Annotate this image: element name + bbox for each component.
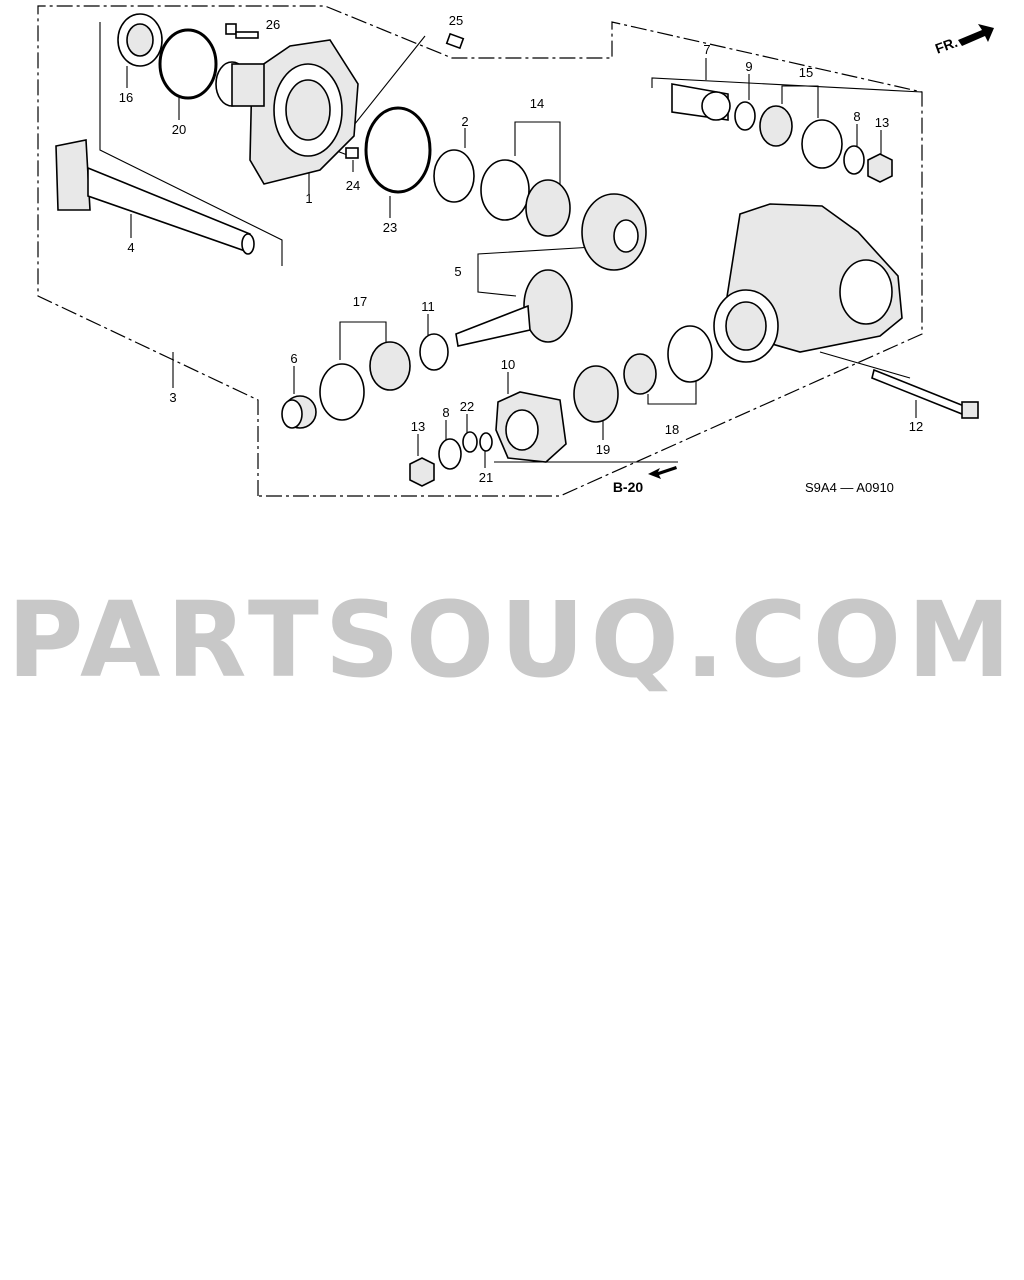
- part-20-oring: [158, 28, 218, 100]
- part-13-nut-b: [409, 457, 435, 487]
- callout-4: 4: [127, 240, 134, 255]
- callout-5: 5: [454, 264, 461, 279]
- callout-10: 10: [501, 357, 515, 372]
- callout-1: 1: [305, 191, 312, 206]
- part-25-dowel: [445, 32, 465, 50]
- diagram-code: S9A4 — A0910: [805, 480, 894, 495]
- callout-20: 20: [172, 122, 186, 137]
- callout-8b: 8: [442, 405, 449, 420]
- part-9-shim: [734, 101, 756, 131]
- part-18-bearing: [623, 325, 713, 395]
- part-7-collar: [671, 83, 731, 121]
- part-14-bearing: [480, 159, 571, 237]
- part-8-washer-a: [843, 145, 865, 175]
- callout-14: 14: [530, 96, 544, 111]
- callout-9: 9: [745, 59, 752, 74]
- part-2-shim: [433, 149, 475, 203]
- part-17-bearing: [319, 341, 411, 421]
- part-16-bearing: [117, 13, 163, 67]
- callout-12: 12: [909, 419, 923, 434]
- callout-26: 26: [266, 17, 280, 32]
- callout-23: 23: [383, 220, 397, 235]
- transfer-case: [713, 203, 903, 363]
- callout-19: 19: [596, 442, 610, 457]
- assembly-3-boundary: [37, 5, 923, 497]
- reference-arrow-icon: [648, 466, 677, 479]
- callout-24: 24: [346, 178, 360, 193]
- part-6-collar: [281, 395, 317, 429]
- part-12-bolt: [871, 368, 979, 419]
- part-24-dowel: [345, 147, 359, 159]
- part-19-seal: [573, 365, 619, 423]
- callout-16: 16: [119, 90, 133, 105]
- part-8-washer-b: [438, 438, 462, 470]
- part-23-oring: [364, 106, 432, 194]
- part-26-bolt: [225, 23, 259, 39]
- bracket-5: [477, 245, 611, 297]
- part-21-washer: [479, 432, 493, 452]
- callout-18: 18: [665, 422, 679, 437]
- part-4-shaft: [55, 139, 255, 255]
- part-1-housing: [215, 39, 359, 185]
- callout-17: 17: [353, 294, 367, 309]
- callout-11: 11: [421, 299, 435, 314]
- callout-2: 2: [461, 114, 468, 129]
- callout-7: 7: [703, 42, 710, 57]
- part-13-nut-a: [867, 153, 893, 183]
- callout-6: 6: [290, 351, 297, 366]
- bracket-18: [647, 380, 697, 405]
- leader-25: [349, 35, 426, 131]
- callout-13b: 13: [411, 419, 425, 434]
- leader-12b: [819, 351, 911, 379]
- leader-group-right: [651, 77, 923, 93]
- front-direction-label: FR.: [933, 34, 960, 57]
- callout-8a: 8: [853, 109, 860, 124]
- callout-21: 21: [479, 470, 493, 485]
- callout-25: 25: [449, 13, 463, 28]
- part-22-washer: [462, 431, 478, 453]
- callout-15: 15: [799, 65, 813, 80]
- front-arrow-icon: [958, 24, 994, 46]
- assembly-group-line: [99, 22, 283, 266]
- bracket-17: [339, 321, 387, 360]
- reference-b20: B-20: [613, 479, 644, 495]
- callout-22: 22: [460, 399, 474, 414]
- part-11-shim: [419, 333, 449, 371]
- part-10-flange: [495, 391, 567, 463]
- watermark: PARTSOUQ.COM: [7, 579, 1017, 701]
- bracket-14: [514, 121, 561, 184]
- part-5-bevel-gear: [455, 193, 647, 347]
- callout-3: 3: [169, 390, 176, 405]
- part-15-bearing: [759, 105, 843, 169]
- callout-13a: 13: [875, 115, 889, 130]
